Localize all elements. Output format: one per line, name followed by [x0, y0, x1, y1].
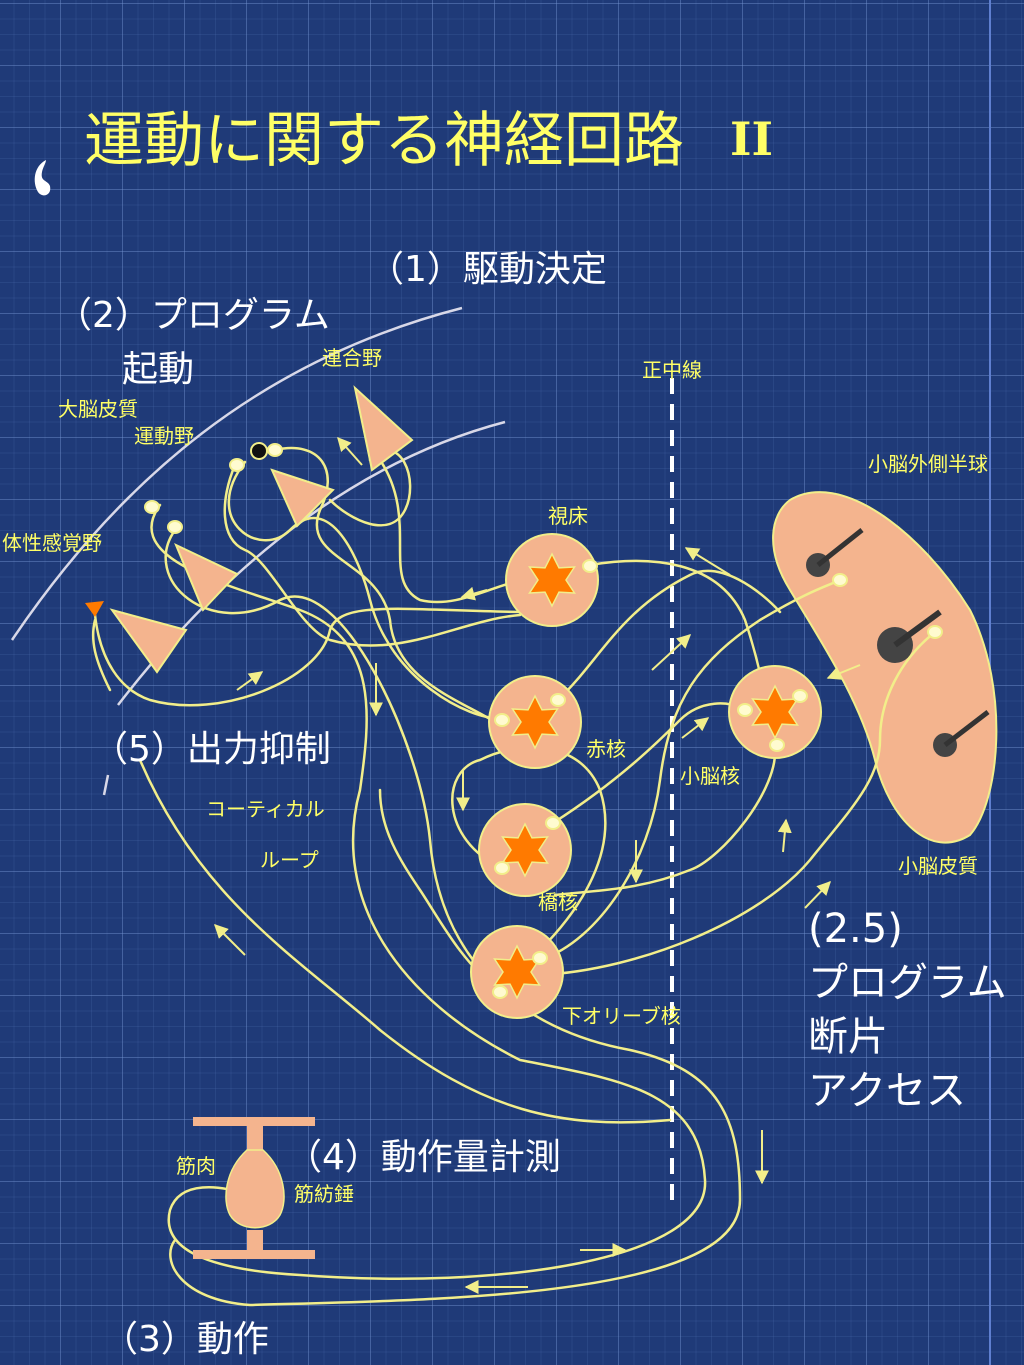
terminal	[494, 861, 510, 875]
label-action: （3）動作	[102, 1319, 269, 1360]
terminal	[545, 816, 561, 830]
arrow	[337, 436, 363, 466]
fragment-line-2: プログラム	[808, 960, 1007, 1006]
terminal	[144, 500, 160, 514]
title-numeral: II	[730, 112, 774, 166]
label-inferior-olive: 下オリーブ核	[562, 1004, 681, 1028]
thalamus-nucleus	[505, 533, 599, 627]
pathway	[378, 458, 532, 604]
arrow	[651, 634, 692, 671]
label-red-nucleus: 赤核	[586, 737, 626, 761]
pyramidal-neuron	[353, 385, 414, 472]
fragment-access-label: (2.5) プログラム 断片 アクセス	[808, 902, 1007, 1118]
terminal	[582, 559, 598, 573]
pathway	[273, 446, 497, 724]
label-loop: ループ	[260, 848, 319, 872]
label-cerebellar-nucleus: 小脳核	[680, 764, 740, 788]
pathway	[538, 578, 842, 962]
label-drive: （1）駆動決定	[368, 249, 607, 290]
nucleus-star-icon	[528, 552, 576, 608]
label-pontine-nucleus: 橋核	[538, 890, 578, 914]
terminal	[769, 738, 785, 752]
inferior-olive-nucleus	[470, 925, 564, 1019]
label-program-1: （2）プログラム	[56, 295, 330, 336]
terminal	[494, 713, 510, 727]
terminal	[229, 458, 245, 472]
terminal	[167, 520, 183, 534]
label-cerebral-cortex: 大脳皮質	[58, 397, 138, 421]
fragment-line-3: 断片	[808, 1014, 888, 1060]
arrow	[804, 880, 831, 909]
cerebellum	[772, 491, 998, 844]
fragment-line-4: アクセス	[808, 1068, 966, 1114]
muscle-figure	[193, 1117, 315, 1259]
arrow	[684, 547, 731, 576]
label-cerebellar-cortex: 小脳皮質	[898, 854, 978, 878]
nucleus-star-icon	[511, 694, 559, 750]
label-cortical: コーティカル	[206, 797, 325, 821]
pathway	[551, 702, 747, 825]
pathway	[553, 743, 777, 897]
label-measure: （4）動作量計測	[286, 1137, 561, 1178]
pyramidal-neuron	[270, 468, 335, 528]
arrow	[826, 664, 861, 680]
orange-marker	[85, 601, 104, 617]
black-terminal	[250, 442, 268, 460]
terminal	[550, 693, 566, 707]
pathway	[223, 463, 522, 647]
terminal	[532, 951, 548, 965]
terminal	[737, 703, 753, 717]
terminal	[792, 689, 808, 703]
label-spindle: 筋紡錘	[294, 1182, 354, 1206]
pontine-nucleus	[478, 803, 572, 897]
arrow	[214, 924, 246, 956]
pathway	[556, 569, 782, 702]
label-cerebellar-hemisphere: 小脳外側半球	[868, 452, 988, 476]
label-muscle: 筋肉	[176, 1154, 216, 1178]
pyramidal-neuron	[109, 608, 188, 674]
cortex-fragment	[102, 774, 110, 796]
label-midline: 正中線	[642, 358, 702, 382]
pyramidal-neuron	[174, 542, 239, 612]
pathway	[150, 503, 707, 1280]
bullet-icon	[34, 160, 51, 196]
terminal	[492, 985, 508, 999]
label-motor-area: 運動野	[134, 424, 194, 448]
title-main: 運動に関する神経回路	[84, 106, 684, 176]
arrow	[236, 671, 264, 691]
label-somatosensory: 体性感覚野	[2, 531, 102, 555]
cortex-outer-curve	[10, 306, 463, 641]
terminal	[267, 443, 283, 457]
pathway	[227, 460, 502, 720]
label-program-2: 起動	[122, 349, 195, 390]
arrow	[460, 586, 488, 601]
pathway	[378, 788, 502, 994]
pathway	[138, 758, 672, 1124]
fragment-line-1: (2.5)	[808, 906, 903, 952]
pathway	[91, 618, 112, 692]
slide-title: 運動に関する神経回路 II	[84, 92, 773, 179]
arrow	[681, 717, 710, 739]
label-association: 連合野	[322, 346, 382, 370]
red-nucleus	[488, 675, 582, 769]
nucleus-star-icon	[501, 822, 549, 878]
pathway	[93, 607, 522, 707]
pathway	[538, 630, 937, 977]
arrow	[777, 818, 792, 853]
cerebellar-nucleus	[728, 665, 822, 759]
label-output-inhibit: （5）出力抑制	[92, 729, 331, 770]
label-thalamus: 視床	[548, 504, 588, 528]
